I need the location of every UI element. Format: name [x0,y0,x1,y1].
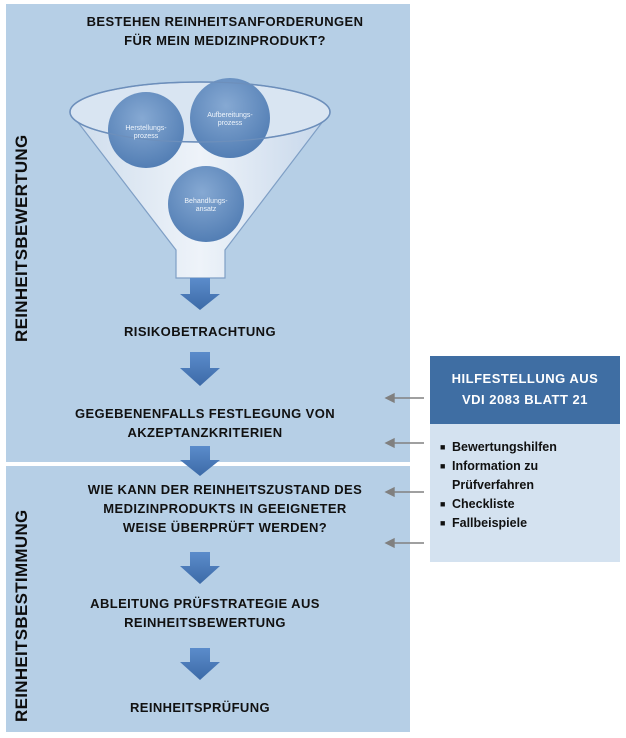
arrow-2-icon [180,352,220,386]
step-acceptance-line2: AKZEPTANZKRITERIEN [127,425,283,440]
bullet-icon: ■ [440,499,446,509]
bullet-icon: ■ [440,518,446,528]
pointer-arrow-4-icon [384,537,424,549]
question-top: BESTEHEN REINHEITSANFORDERUNGEN FÜR MEIN… [40,12,410,50]
info-box-header: HILFESTELLUNG AUS VDI 2083 BLATT 21 [430,356,620,424]
bubble-left [108,92,184,168]
step-strategy-line1: ABLEITUNG PRÜFSTRATEGIE AUS [90,596,320,611]
step-acceptance-criteria: GEGEBENENFALLS FESTLEGUNG VON AKZEPTANZK… [40,404,370,442]
step-verification-line3: WEISE ÜBERPRÜFT WERDEN? [122,520,328,535]
step-verification-line1: WIE KANN DER REINHEITSZUSTAND DES [87,482,363,497]
info-box-title-line1: HILFESTELLUNG AUS [451,371,599,386]
bullet-icon: ■ [440,461,446,471]
pointer-arrow-1-icon [384,392,424,404]
list-item: ■ Checkliste [440,495,616,514]
bubble-right-label: Aufbereitungs- prozess [207,112,253,127]
determination-panel [6,466,410,732]
list-item: ■ Information zu Prüfverfahren [440,457,616,495]
question-top-line2: FÜR MEIN MEDIZINPRODUKT? [124,33,326,48]
question-top-line1: BESTEHEN REINHEITSANFORDERUNGEN [86,14,364,29]
step-strategy-line2: REINHEITSBEWERTUNG [124,615,286,630]
step-acceptance-line1: GEGEBENENFALLS FESTLEGUNG VON [74,406,336,421]
list-item: ■ Bewertungshilfen [440,438,616,457]
arrow-5-icon [180,648,220,680]
info-box-bullet-list: ■ Bewertungshilfen ■ Information zu Prüf… [440,438,616,533]
arrow-3-icon [180,446,220,476]
step-verification-question: WIE KANN DER REINHEITSZUSTAND DES MEDIZI… [44,480,406,537]
info-box-title-line2: VDI 2083 BLATT 21 [461,392,589,407]
arrow-4-icon [180,552,220,584]
funnel-rim-front [69,81,331,143]
bubble-right [190,78,270,158]
bubble-bottom-label: Behandlungs- ansatz [184,198,228,213]
pointer-arrow-3-icon [384,486,424,498]
bullet-icon: ■ [440,442,446,452]
step-verification-line2: MEDIZINPRODUKTS IN GEEIGNETER [103,501,347,516]
arrow-1-icon [180,278,220,310]
step-cleanliness-test: REINHEITSPRÜFUNG [129,700,271,715]
bubble-left-label: Herstellungs- prozess [125,125,167,140]
step-test-strategy: ABLEITUNG PRÜFSTRATEGIE AUS REINHEITSBEW… [40,594,370,632]
pointer-arrow-2-icon [384,437,424,449]
step-risk-assessment: RISIKOBETRACHTUNG [124,324,276,339]
bubble-bottom [168,166,244,242]
list-item: ■ Fallbeispiele [440,514,616,533]
